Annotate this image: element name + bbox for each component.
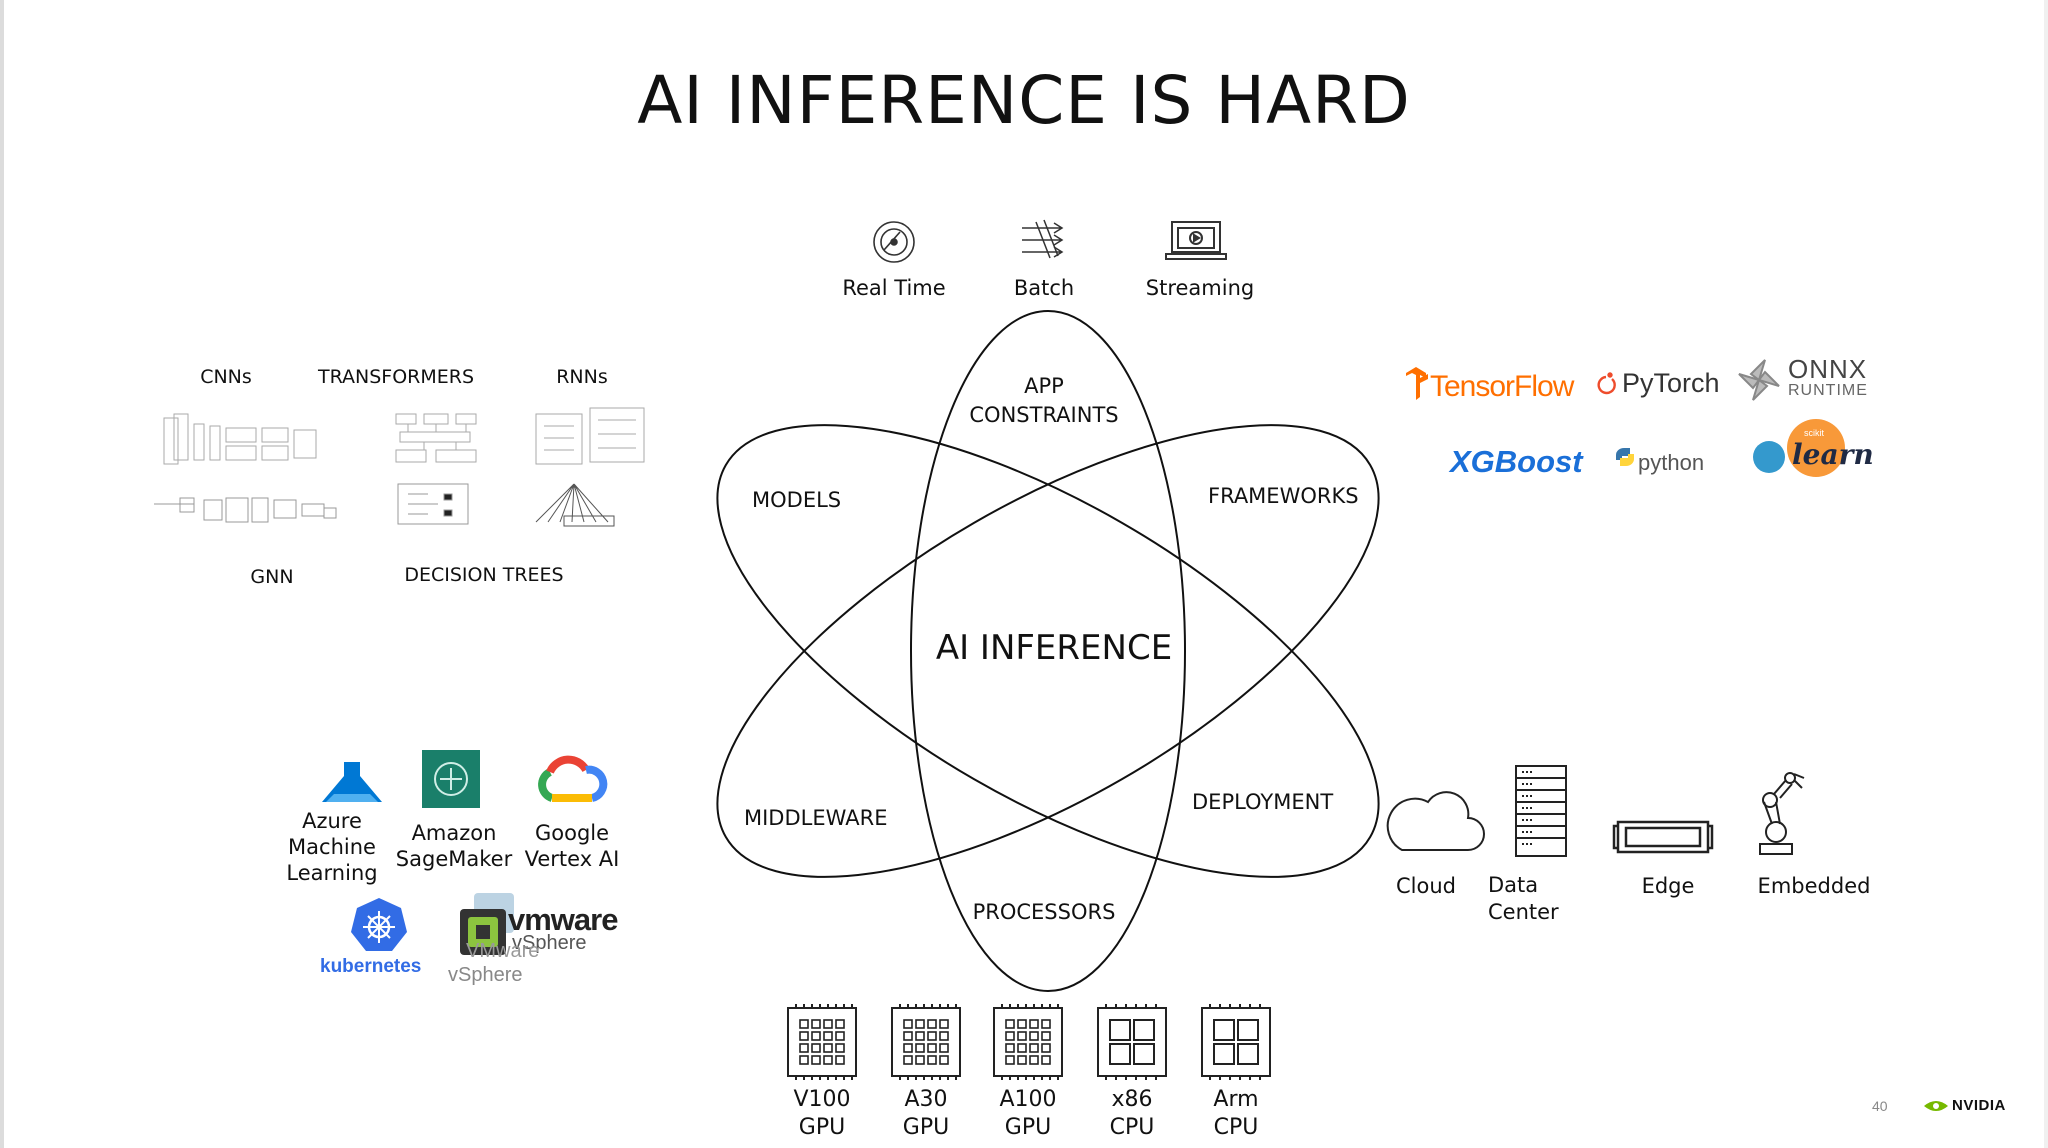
tensorflow-logo: TensorFlow: [1430, 370, 1574, 403]
constraint-streaming: Streaming: [1145, 276, 1255, 300]
sagemaker-icon: [422, 750, 480, 808]
vsphere-label-back: vSphere: [448, 964, 523, 986]
model-decision-trees: DECISION TREES: [404, 564, 564, 586]
model-thumbnails: [154, 407, 645, 527]
constraint-real-time: Real Time: [842, 276, 946, 300]
slide: AI INFERENCE IS HARD APP CONSTRAINTS MOD…: [4, 0, 2044, 1148]
petal-middleware: MIDDLEWARE: [744, 806, 888, 830]
venn-diagram: [716, 310, 1380, 992]
vmware-logo: vmware: [508, 902, 618, 937]
a100-gpu-icon: [993, 1004, 1063, 1080]
ellipse-diagonal-a: [716, 424, 1380, 878]
framework-icons: [1406, 359, 1845, 477]
batch-arrows-icon: [1022, 219, 1064, 259]
kubernetes-icon: [351, 898, 407, 951]
laptop-play-icon: [1165, 221, 1227, 260]
model-transformers: TRANSFORMERS: [317, 366, 475, 388]
deployment-icons: [1386, 765, 1805, 857]
slide-edge: [0, 0, 4, 1148]
petal-processors: PROCESSORS: [972, 900, 1116, 924]
vsphere-icon: [460, 893, 514, 955]
constraint-batch: Batch: [1013, 276, 1075, 300]
onnx-logo: ONNX: [1788, 354, 1868, 384]
model-gnn: GNN: [250, 566, 294, 588]
xgboost-logo: XGBoost: [1450, 444, 1583, 479]
petal-models: MODELS: [752, 488, 842, 512]
azure-ml-icon: [322, 762, 382, 802]
deploy-cloud-label: Cloud: [1396, 874, 1456, 898]
petal-app-constraints: APP CONSTRAINTS: [969, 374, 1119, 427]
python-logo: python: [1638, 450, 1705, 475]
processor-icons: [787, 1004, 1271, 1080]
arm-cpu-icon: [1201, 1004, 1271, 1080]
edge-device-icon: [1612, 820, 1714, 854]
pytorch-logo: PyTorch: [1622, 368, 1720, 398]
middleware-icons: [322, 750, 608, 955]
ellipse-vertical: [910, 310, 1186, 992]
ellipse-diagonal-b: [716, 424, 1380, 878]
petal-frameworks: FRAMEWORKS: [1208, 484, 1359, 508]
constraint-icons: [873, 219, 1227, 263]
tensorflow-icon: [1406, 367, 1428, 400]
gauge-icon: [873, 221, 915, 263]
nvidia-logo: [1924, 1101, 1948, 1111]
onnx-runtime-label: RUNTIME: [1788, 382, 1868, 399]
python-icon: [1616, 448, 1634, 466]
server-rack-icon: [1515, 765, 1567, 857]
v100-gpu-icon: [787, 1004, 857, 1080]
model-cnns: CNNs: [200, 366, 252, 388]
kubernetes-label: kubernetes: [320, 956, 422, 977]
sklearn-logo: learn: [1792, 438, 1874, 471]
x86-cpu-icon: [1097, 1004, 1167, 1080]
gnn-diagram: [154, 497, 337, 523]
nvidia-eye-icon: [1924, 1101, 1948, 1111]
page-number: 40: [1872, 1098, 1888, 1114]
onnx-icon: [1738, 359, 1780, 401]
deploy-edge-label: Edge: [1641, 874, 1695, 898]
a30-gpu-icon: [891, 1004, 961, 1080]
deploy-embedded-label: Embedded: [1757, 874, 1871, 898]
slide-title: AI INFERENCE IS HARD: [637, 62, 1411, 139]
rnn-diagram: [535, 407, 645, 465]
google-cloud-icon: [538, 755, 608, 802]
graph-tree-diagram: [535, 483, 615, 527]
decision-tree-diagram: [397, 483, 469, 525]
cnn-diagram: [163, 413, 317, 465]
pytorch-icon: [1597, 372, 1616, 395]
center-label: AI INFERENCE: [935, 628, 1173, 668]
sklearn-icon: [1753, 419, 1845, 477]
petal-deployment: DEPLOYMENT: [1192, 790, 1334, 814]
nvidia-wordmark: NVIDIA: [1952, 1097, 2006, 1114]
sklearn-small-label: scikit: [1804, 428, 1824, 438]
transformer-diagram: [395, 413, 477, 463]
robot-arm-icon: [1759, 772, 1805, 855]
cloud-icon: [1386, 791, 1485, 851]
vsphere-label-front: vSphere: [512, 932, 587, 954]
model-rnns: RNNs: [556, 366, 608, 388]
vmware-label-back: VMware: [466, 940, 540, 962]
